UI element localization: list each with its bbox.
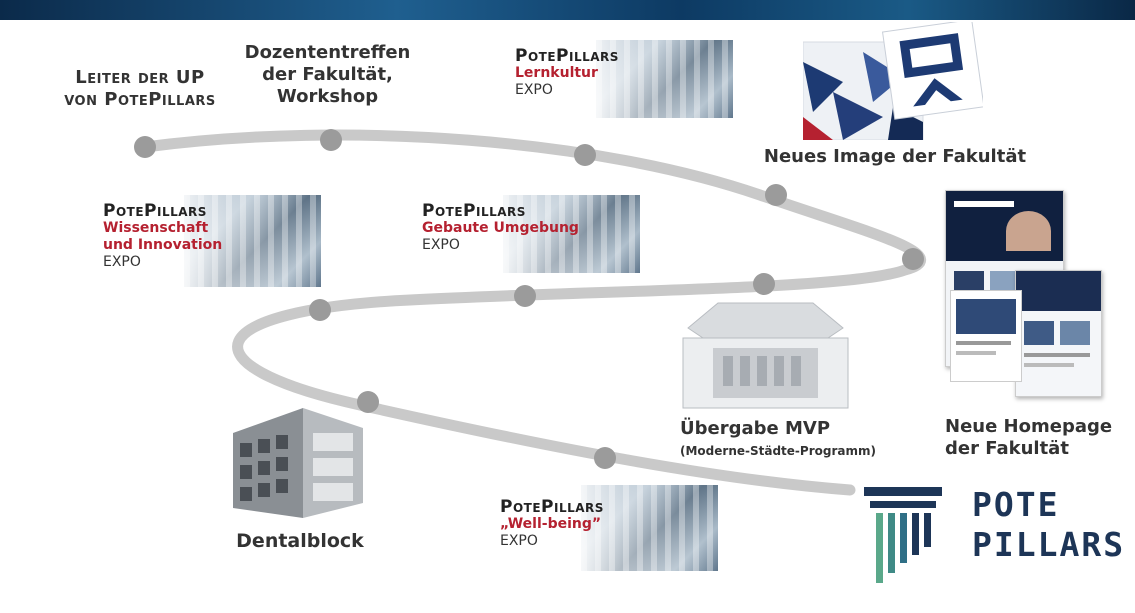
- mvp-model-illustration: [678, 298, 853, 413]
- meeting-line2: der Fakultät,: [262, 63, 393, 85]
- homepage-mockup: [945, 190, 1105, 405]
- card-tag: EXPO: [500, 533, 538, 549]
- dental-building-illustration: [228, 403, 368, 518]
- timeline-dot: [309, 299, 331, 321]
- expo-card-wissenschaft: PotePillars Wissenschaft und Innovation …: [93, 195, 321, 287]
- card-subtitle: Gebaute Umgebung: [422, 220, 579, 236]
- card-subtitle: „Well-being”: [500, 516, 602, 532]
- timeline-dot: [594, 447, 616, 469]
- logo-word-pillars: PILLARS: [972, 525, 1126, 564]
- leader-label: Leiter der UP von PotePillars: [40, 67, 240, 111]
- expo-card-gebaute-umgebung: PotePillars Gebaute Umgebung EXPO: [412, 195, 640, 273]
- homepage-screen-middle: [950, 290, 1022, 382]
- timeline-dots: [134, 129, 924, 469]
- card-subtitle: Lernkultur: [515, 65, 598, 81]
- timeline-dot: [134, 136, 156, 158]
- card-subtitle: und Innovation: [103, 237, 223, 253]
- card-tag: EXPO: [103, 254, 141, 270]
- homepage-screen-front: [1015, 270, 1102, 397]
- dental-label: Dentalblock: [236, 530, 364, 552]
- homepage-label: Neue Homepage der Fakultät: [945, 416, 1135, 460]
- timeline-dot: [320, 129, 342, 151]
- logo-word-pote: POTE: [972, 485, 1060, 524]
- top-banner: [0, 0, 1135, 20]
- meeting-label: Dozententreffen der Fakultät, Workshop: [225, 42, 430, 108]
- faculty-image-illustration: [802, 18, 985, 141]
- card-tag: EXPO: [422, 237, 460, 253]
- card-title: PotePillars: [422, 201, 526, 221]
- homepage-line2: der Fakultät: [945, 437, 1069, 459]
- timeline-dot: [753, 273, 775, 295]
- card-subtitle: Wissenschaft: [103, 220, 209, 236]
- card-tag: EXPO: [515, 82, 553, 98]
- faculty-image-graphic: [802, 18, 985, 141]
- image-label: Neues Image der Fakultät: [763, 146, 1027, 167]
- timeline-dot: [357, 391, 379, 413]
- meeting-line3: Workshop: [276, 85, 379, 107]
- timeline-dot: [574, 144, 596, 166]
- expo-card-lernkultur: PotePillars Lernkultur EXPO: [505, 40, 733, 118]
- leader-line2: von PotePillars: [64, 88, 216, 110]
- timeline-dot: [514, 285, 536, 307]
- card-title: PotePillars: [500, 497, 604, 517]
- leader-line1: Leiter der UP: [75, 67, 205, 88]
- pote-pillars-logo: POTE PILLARS: [862, 485, 1132, 585]
- mvp-line1: Übergabe MVP: [680, 418, 831, 439]
- expo-card-well-being: PotePillars „Well-being” EXPO: [490, 485, 718, 571]
- mvp-label: Übergabe MVP (Moderne-Städte-Programm): [680, 418, 930, 459]
- timeline-dot: [765, 184, 787, 206]
- card-title: PotePillars: [515, 46, 619, 66]
- pillars-logo-icon: [864, 487, 942, 583]
- meeting-line1: Dozententreffen: [244, 42, 411, 63]
- mvp-line2: (Moderne-Städte-Programm): [680, 443, 876, 458]
- card-title: PotePillars: [103, 201, 207, 221]
- timeline-curve: [139, 129, 926, 496]
- homepage-line1: Neue Homepage: [945, 416, 1113, 437]
- timeline-dot: [902, 248, 924, 270]
